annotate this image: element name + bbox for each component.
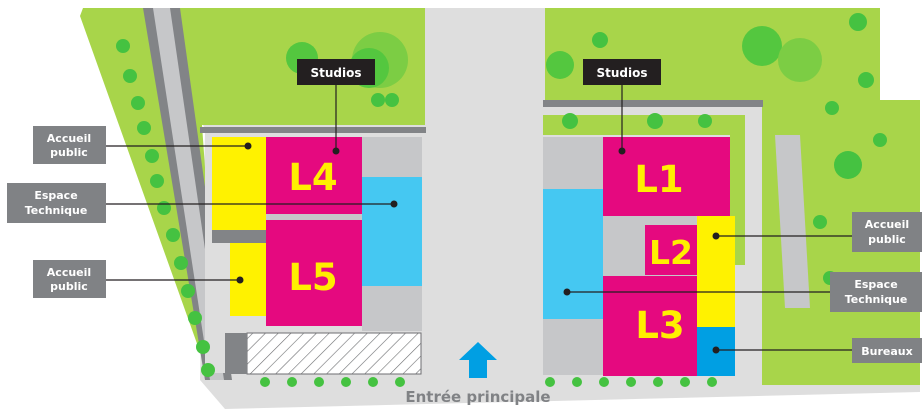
tree-icon (166, 228, 180, 242)
lodge-l4-label: L4 (288, 156, 337, 199)
entrance-label: Entrée principale (405, 388, 550, 406)
compound-left-wall (200, 127, 426, 133)
leader-dots (236, 142, 720, 354)
corridor-left (266, 214, 362, 220)
tree-icon (698, 114, 712, 128)
right-grass-area (545, 8, 880, 100)
lodge-l2-label: L2 (649, 233, 693, 272)
parking-left-bottom (362, 286, 422, 331)
lodge-l1-label: L1 (634, 158, 683, 201)
accueil-label-left-bottom-line1: Accueil (47, 266, 91, 279)
arrow-up-icon (459, 342, 497, 378)
tree-icon (680, 377, 690, 387)
tree-icon (371, 93, 385, 107)
lodge-l2 (645, 225, 697, 275)
inner-grass-patch (543, 115, 745, 265)
tree-icon (647, 113, 663, 129)
tree-icon (825, 101, 839, 115)
tree-icon (287, 377, 297, 387)
tree-icon (385, 93, 399, 107)
leader-lines (106, 84, 852, 351)
tree-icon (201, 363, 215, 377)
studios-label-right-box (583, 59, 661, 85)
tree-icon (116, 39, 130, 53)
accueil-label-left-top-line1: Accueil (47, 132, 91, 145)
lodge-l3-label: L3 (635, 304, 684, 347)
accueil-label-left-bottom-line2: public (50, 280, 88, 293)
espace-label-right-line2: Technique (845, 293, 908, 306)
studios-label-right: Studios (596, 66, 647, 80)
tree-icon (592, 32, 608, 48)
tree-icon (707, 377, 717, 387)
tree-icon (873, 133, 887, 147)
parking-left-top (362, 137, 422, 177)
tree-icon (157, 201, 171, 215)
tree-icon (834, 151, 862, 179)
espace-label-left-box (7, 183, 106, 223)
tree-icon (653, 377, 663, 387)
tree-icon (341, 377, 351, 387)
tree-icon (150, 174, 164, 188)
parking-right-bottom (543, 319, 603, 375)
accueil-label-left-bottom-box (33, 260, 106, 298)
accueil-label-left-top-box (33, 126, 106, 164)
connector-left (212, 230, 266, 243)
espace-technique-zone-left (362, 177, 422, 286)
tree-icon (131, 96, 145, 110)
accueil-public-zone-left-top (212, 137, 266, 230)
tree-icon (368, 377, 378, 387)
tree-icon (145, 149, 159, 163)
espace-label-left-line1: Espace (34, 189, 77, 202)
bureaux-label: Bureaux (861, 345, 912, 358)
lodge-l3 (603, 276, 697, 376)
tree-icon (196, 340, 210, 354)
tree-icon (572, 377, 582, 387)
tree-icon (181, 284, 195, 298)
hatched-zone (246, 332, 422, 375)
compound-right-wall (543, 100, 763, 107)
tree-icon (174, 256, 188, 270)
tree-icon (849, 13, 867, 31)
tree-icon (545, 377, 555, 387)
tree-icon (188, 311, 202, 325)
tree-icon (599, 377, 609, 387)
accueil-label-left-top-line2: public (50, 146, 88, 159)
accueil-label-right-box (852, 212, 922, 252)
tree-icon (813, 215, 827, 229)
accueil-label-right-line1: Accueil (865, 218, 909, 231)
tree-icon (546, 51, 574, 79)
tree-icon (395, 377, 405, 387)
parking-right-top (543, 137, 603, 189)
bureaux-label-box (852, 338, 922, 363)
studios-label-left-box (297, 59, 375, 85)
tree-icon (260, 377, 270, 387)
lodge-l4 (266, 137, 362, 214)
tree-icon (123, 69, 137, 83)
espace-label-right-box (830, 272, 922, 312)
tree-icon (742, 26, 782, 66)
espace-technique-zone-right (543, 189, 603, 319)
tree-icon (137, 121, 151, 135)
lodge-l5 (266, 220, 362, 326)
espace-label-left-line2: Technique (25, 204, 88, 217)
studios-label-left: Studios (310, 66, 361, 80)
tree-icon (314, 377, 324, 387)
tree-icon (626, 377, 636, 387)
dark-block (225, 333, 247, 374)
right-parking-strip (775, 135, 810, 308)
tree-icon (858, 72, 874, 88)
tree-icon (562, 113, 578, 129)
accueil-label-right-line2: public (868, 233, 906, 246)
tree-icon (778, 38, 822, 82)
lodge-l5-label: L5 (288, 256, 337, 299)
espace-label-right-line1: Espace (854, 278, 897, 291)
